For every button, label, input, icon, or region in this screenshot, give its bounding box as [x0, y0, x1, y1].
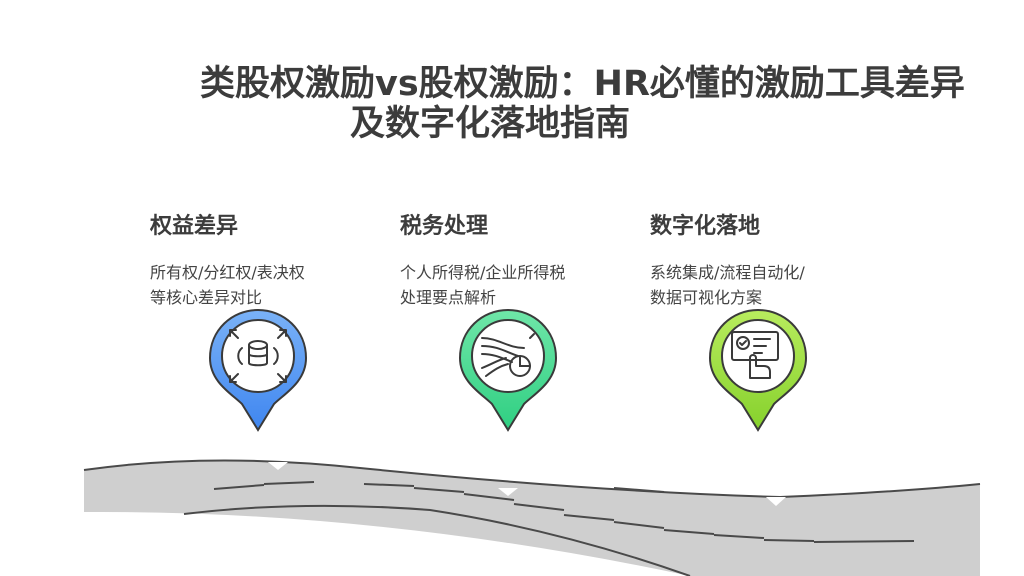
- card-desc-line-1: 系统集成/流程自动化/: [650, 263, 805, 282]
- card-desc-line-1: 个人所得税/企业所得税: [400, 263, 566, 282]
- title-line-2: 及数字化落地指南: [350, 104, 631, 144]
- road-top-edge: [83, 459, 981, 499]
- card-digital-landing: 数字化落地 系统集成/流程自动化/ 数据可视化方案: [650, 210, 865, 310]
- pin-shadow-2: [498, 488, 518, 496]
- card-heading: 权益差异: [150, 214, 239, 239]
- road-lane-2: [263, 481, 315, 485]
- road-lane-7: [563, 514, 615, 521]
- card-description: 系统集成/流程自动化/ 数据可视化方案: [650, 260, 865, 310]
- dashboard-touch-icon: [731, 331, 779, 379]
- card-equity-difference: 权益差异 所有权/分红权/表决权 等核心差异对比: [150, 210, 365, 310]
- road-lane-8: [613, 521, 665, 529]
- road-lane-1: [213, 484, 265, 490]
- database-expand-icon: [229, 329, 287, 383]
- pin-shadow-3: [766, 497, 786, 506]
- road-lane-11: [763, 539, 815, 542]
- card-tax-processing: 税务处理 个人所得税/企业所得税 处理要点解析: [400, 210, 615, 310]
- card-description: 所有权/分红权/表决权 等核心差异对比: [150, 260, 365, 310]
- pin-marker-tax: [458, 308, 558, 432]
- pin-shadow-1: [268, 462, 288, 470]
- road-lane-6: [513, 503, 565, 511]
- road-surface: [84, 460, 980, 576]
- pin-marker-equity: [208, 308, 308, 432]
- page-title: 类股权激励vs股权激励：HR必懂的激励工具差异 及数字化落地指南: [200, 64, 1010, 144]
- card-heading: 数字化落地: [650, 214, 761, 239]
- road-lane-10: [713, 534, 765, 539]
- card-desc-line-2: 等核心差异对比: [150, 288, 263, 307]
- card-desc-line-2: 处理要点解析: [400, 288, 497, 307]
- flow-chart-icon: [481, 333, 535, 377]
- road-lane-12: [813, 540, 915, 543]
- road-lane-3: [363, 483, 415, 487]
- card-desc-line-2: 数据可视化方案: [650, 288, 763, 307]
- road-lane-13: [613, 487, 665, 493]
- pin-marker-digital: [708, 308, 808, 432]
- card-heading: 税务处理: [400, 214, 489, 239]
- card-description: 个人所得税/企业所得税 处理要点解析: [400, 260, 615, 310]
- road-lane-9: [663, 529, 715, 535]
- road-bottom-edge: [183, 504, 691, 576]
- road-lane-4: [413, 487, 465, 493]
- road-lane-5: [463, 493, 515, 501]
- title-line-1: 类股权激励vs股权激励：HR必懂的激励工具差异: [200, 64, 965, 104]
- card-desc-line-1: 所有权/分红权/表决权: [150, 263, 305, 282]
